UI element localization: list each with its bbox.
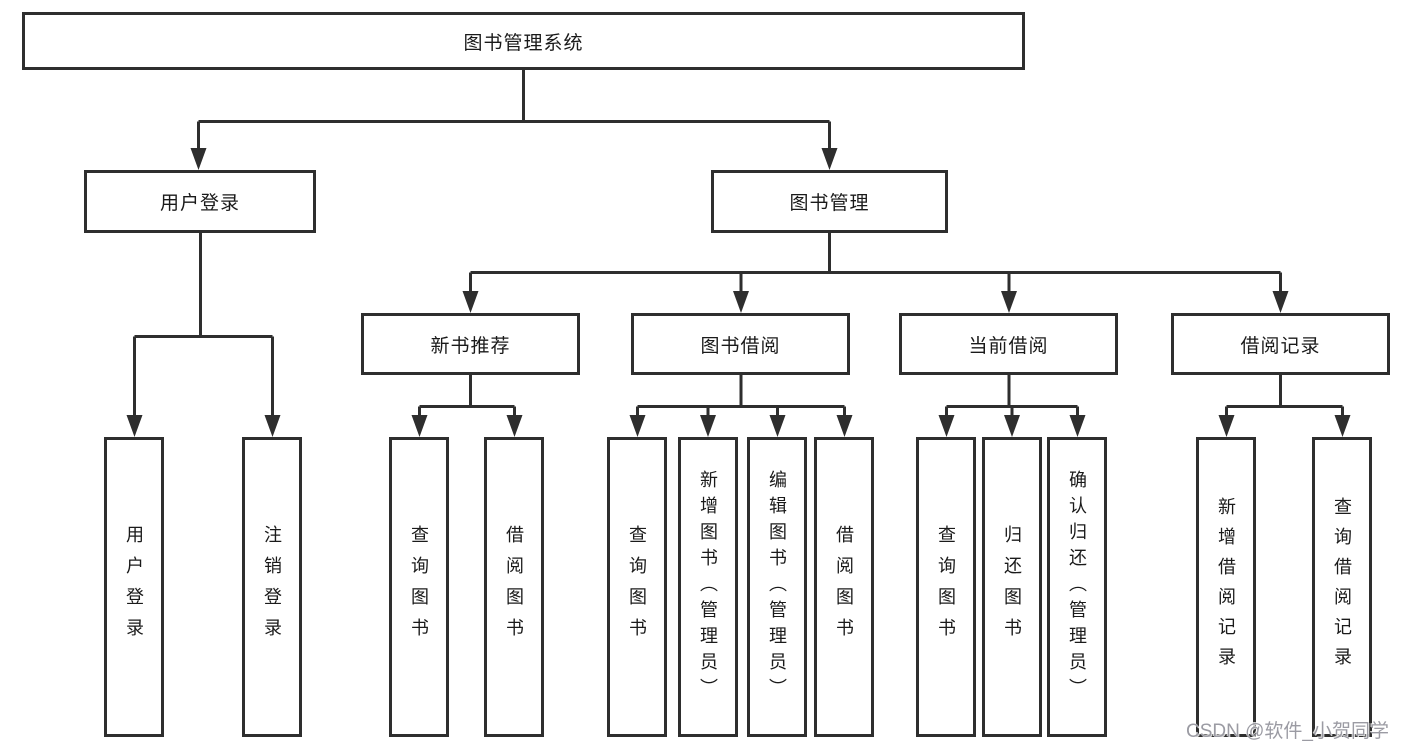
- arrow-down-icon: [462, 291, 479, 313]
- arrow-down-icon: [938, 415, 955, 437]
- arrow-down-icon: [264, 415, 281, 437]
- arrow-down-icon: [700, 415, 716, 437]
- node-current-borrow-label: 当前借阅: [968, 335, 1049, 357]
- arrow-down-icon: [733, 291, 749, 313]
- arrow-down-icon: [126, 415, 143, 437]
- arrow-down-icon: [1334, 415, 1351, 437]
- leaf-add-borrow-record: 新增借阅记录: [1196, 437, 1256, 737]
- connector-book-borrow: [636, 375, 846, 419]
- node-new-book-recommend: 新书推荐: [361, 313, 580, 375]
- leaf-edit-book-admin: 编辑图书（管理员）: [747, 437, 807, 737]
- node-user-login-label: 用户登录: [159, 193, 240, 214]
- arrow-down-icon: [821, 148, 838, 170]
- node-new-book-recommend-label: 新书推荐: [430, 335, 511, 357]
- connector-book-mgmt: [469, 233, 1282, 295]
- arrow-down-icon: [836, 415, 853, 437]
- node-book-management-label: 图书管理: [789, 193, 870, 214]
- leaf-confirm-return-admin-label: 确认归还（管理员）: [1067, 470, 1087, 704]
- connector-borrow-record: [1225, 375, 1344, 419]
- leaf-query-books-current-label: 查询图书: [936, 525, 956, 649]
- arrow-down-icon: [1218, 415, 1235, 437]
- leaf-add-book-admin-label: 新增图书（管理员）: [698, 470, 718, 704]
- leaf-return-book-label: 归还图书: [1002, 525, 1022, 649]
- leaf-confirm-return-admin: 确认归还（管理员）: [1047, 437, 1107, 737]
- connector-root: [197, 68, 831, 152]
- node-root-system: 图书管理系统: [22, 12, 1025, 70]
- connector-user-login: [133, 233, 274, 419]
- leaf-query-books-borrow: 查询图书: [607, 437, 667, 737]
- node-book-borrow-label: 图书借阅: [700, 335, 781, 357]
- leaf-logout: 注销登录: [242, 437, 302, 737]
- leaf-return-book: 归还图书: [982, 437, 1042, 737]
- leaf-borrow-books-newbook: 借阅图书: [484, 437, 544, 737]
- leaf-user-login-label: 用户登录: [124, 525, 144, 649]
- leaf-add-borrow-record-label: 新增借阅记录: [1216, 497, 1236, 677]
- connector-new-book: [418, 375, 516, 419]
- node-book-borrow: 图书借阅: [631, 313, 850, 375]
- leaf-query-books-current: 查询图书: [916, 437, 976, 737]
- leaf-edit-book-admin-label: 编辑图书（管理员）: [767, 470, 787, 704]
- arrow-down-icon: [1001, 291, 1017, 313]
- leaf-borrow-books-newbook-label: 借阅图书: [504, 525, 524, 649]
- arrow-down-icon: [506, 415, 523, 437]
- arrow-down-icon: [1004, 415, 1020, 437]
- arrow-down-icon: [411, 415, 428, 437]
- leaf-logout-label: 注销登录: [262, 525, 282, 649]
- leaf-query-books-newbook-label: 查询图书: [409, 525, 429, 649]
- csdn-watermark: CSDN @软件_小贺同学: [1186, 721, 1389, 742]
- leaf-add-book-admin: 新增图书（管理员）: [678, 437, 738, 737]
- leaf-query-books-newbook: 查询图书: [389, 437, 449, 737]
- connector-current-borrow: [945, 375, 1079, 419]
- arrow-down-icon: [769, 415, 786, 437]
- arrow-down-icon: [1069, 415, 1086, 437]
- arrow-down-icon: [190, 148, 207, 170]
- node-borrow-record-label: 借阅记录: [1240, 335, 1321, 357]
- node-root-label: 图书管理系统: [463, 32, 584, 54]
- leaf-borrow-books-borrow: 借阅图书: [814, 437, 874, 737]
- node-user-login: 用户登录: [84, 170, 316, 233]
- leaf-user-login: 用户登录: [104, 437, 164, 737]
- leaf-borrow-books-borrow-label: 借阅图书: [834, 525, 854, 649]
- leaf-query-borrow-record: 查询借阅记录: [1312, 437, 1372, 737]
- arrow-down-icon: [1272, 291, 1289, 313]
- node-borrow-record: 借阅记录: [1171, 313, 1390, 375]
- node-current-borrow: 当前借阅: [899, 313, 1118, 375]
- leaf-query-books-borrow-label: 查询图书: [627, 525, 647, 649]
- leaf-query-borrow-record-label: 查询借阅记录: [1332, 497, 1352, 677]
- node-book-management: 图书管理: [711, 170, 948, 233]
- arrow-down-icon: [629, 415, 646, 437]
